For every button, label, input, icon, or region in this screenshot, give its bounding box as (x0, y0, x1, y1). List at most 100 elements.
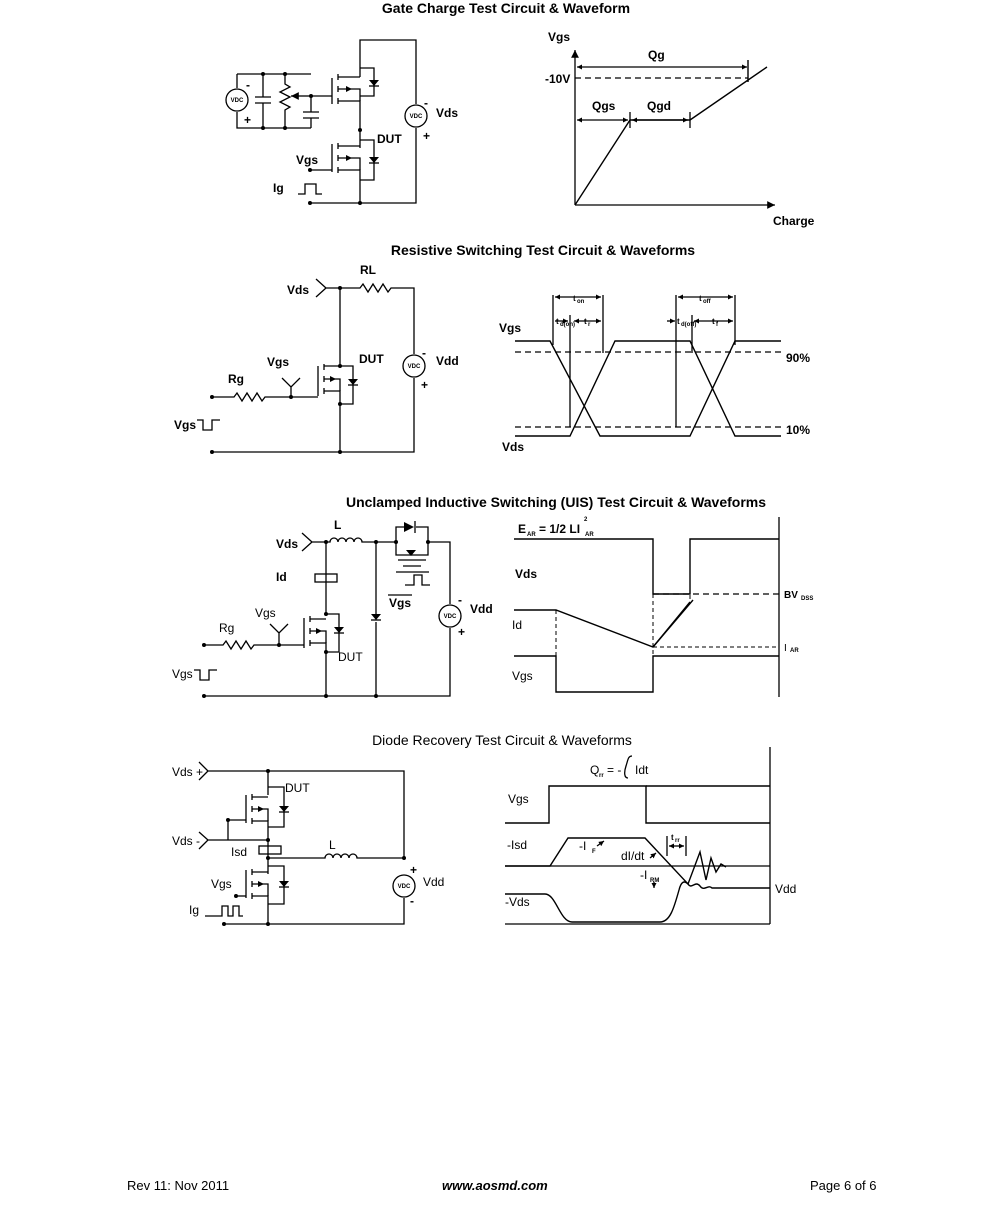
vds-label: Vds (436, 106, 458, 120)
diode-recovery-circuit: Vds + DUT Vds - Isd L Vgs Ig VDC (172, 761, 444, 926)
ig-label: Ig (273, 181, 284, 195)
resistive-waveform: Vgs Vds 90% 10% t on t off t d(on) t r t… (499, 294, 810, 454)
diode-recovery-waveform: Q rr = - Idt Vgs -Isd -I F dI/dt t rr -I… (505, 747, 796, 925)
vdd-waveform-label: Vdd (775, 882, 796, 896)
vgs-waveform-label: Vgs (508, 792, 529, 806)
isd-label: Isd (231, 845, 247, 859)
iar-label: I (784, 643, 787, 654)
resistive-circuit: Vds RL Vgs DUT Rg Vgs VDC - Vdd + (174, 263, 459, 454)
irm-sub: RM (650, 878, 659, 884)
t-off-label: t (699, 294, 702, 303)
vdc-label: VDC (231, 98, 244, 104)
minus-sign: - (424, 96, 428, 110)
minus-sign: - (410, 894, 414, 908)
minus-sign: - (458, 593, 462, 607)
vds-label: Vds (276, 537, 298, 551)
tr-label: t (584, 317, 587, 326)
trr-label: t (671, 833, 674, 842)
plus-sign: + (244, 113, 251, 127)
bvdss-label: BV (784, 590, 798, 601)
y-axis-label: Vgs (548, 30, 570, 44)
plus-sign: + (423, 129, 430, 143)
vdc-label: VDC (408, 364, 421, 370)
vds-waveform-label: Vds (515, 567, 537, 581)
vgs-label: Vgs (296, 153, 318, 167)
vdc-label: VDC (444, 614, 457, 620)
ear-label: E (518, 522, 526, 536)
vdc-label: VDC (410, 114, 423, 120)
ear-sub: AR (527, 532, 536, 538)
vgs-pulse-label: Vgs (172, 667, 193, 681)
qrr-label: Q (590, 763, 599, 777)
tf-label: t (712, 317, 715, 326)
qrr-sub: rr (599, 773, 604, 779)
vgs-waveform-label: Vgs (512, 669, 533, 683)
qg-label: Qg (648, 48, 665, 62)
vgs-label: Vgs (211, 877, 232, 891)
td-on-label: t (556, 317, 559, 326)
vdc-source-icon (438, 604, 462, 628)
tr-sub: r (588, 322, 591, 328)
t-on-sub: on (577, 299, 585, 305)
minus-sign: - (422, 346, 426, 360)
level-90-label: 90% (786, 351, 810, 365)
voltage-level-label: -10V (545, 72, 570, 86)
plus-sign: + (410, 863, 417, 877)
inductor-label: L (334, 518, 341, 532)
t-off-sub: off (703, 299, 712, 305)
vds-minus-label: Vds - (172, 834, 200, 848)
irm-label: -I (640, 868, 647, 882)
td-off-sub: d(off) (681, 322, 696, 328)
ig-label: Ig (189, 903, 199, 917)
dut-label: DUT (377, 132, 402, 146)
plus-sign: + (458, 625, 465, 639)
level-10-label: 10% (786, 423, 810, 437)
resistive-switching-title: Resistive Switching Test Circuit & Wavef… (390, 242, 696, 258)
rg-label: Rg (219, 621, 234, 635)
gate-charge-title: Gate Charge Test Circuit & Waveform (381, 0, 631, 16)
website-link[interactable]: www.aosmd.com (442, 1178, 548, 1193)
minus-sign: - (246, 78, 250, 92)
vdd-label: Vdd (423, 875, 444, 889)
vgs-label: Vgs (267, 355, 289, 369)
vdc-source-icon (225, 88, 249, 112)
vds-waveform-label: -Vds (505, 895, 530, 909)
t-on-label: t (573, 294, 576, 303)
vdc-source-icon (402, 354, 426, 378)
vgs-label: Vgs (255, 606, 276, 620)
uis-circuit: Vds L Vgs Id DUT Vgs Rg (172, 518, 493, 698)
rl-label: RL (360, 263, 376, 277)
x-axis-label: Charge (773, 214, 815, 228)
dut-label: DUT (359, 352, 384, 366)
ear-eq-sub: AR (585, 532, 594, 538)
qgs-label: Qgs (592, 99, 616, 113)
vds-label: Vds (287, 283, 309, 297)
rg-label: Rg (228, 372, 244, 386)
vdd-label: Vdd (470, 602, 493, 616)
vgs-waveform-label: Vgs (499, 321, 521, 335)
vdc-label: VDC (398, 884, 411, 890)
bvdss-sub: DSS (801, 596, 813, 602)
if-label: -I (579, 839, 586, 853)
vdd-label: Vdd (436, 354, 459, 368)
ear-equation: = 1/2 LI (539, 522, 580, 536)
integral-icon (624, 755, 633, 779)
revision-label: Rev 11: Nov 2011 (127, 1178, 230, 1193)
idt-label: Idt (635, 763, 649, 777)
tf-sub: f (716, 322, 719, 328)
gate-charge-waveform: Vgs Charge Qg -10V Qgs Qgd (545, 30, 815, 228)
vdc-source-icon (392, 874, 416, 898)
isd-waveform-label: -Isd (507, 838, 527, 852)
uis-title: Unclamped Inductive Switching (UIS) Test… (345, 494, 767, 510)
vds-plus-label: Vds + (172, 765, 203, 779)
uis-waveform: E AR = 1/2 LI 2 AR Vds BV DSS Id I AR Vg… (512, 517, 813, 697)
gate-charge-circuit: VDC - + VDC (225, 39, 458, 205)
vgs-bar-label: Vgs (389, 596, 411, 610)
didt-label: dI/dt (621, 849, 645, 863)
plus-sign: + (421, 378, 428, 392)
ear-sup: 2 (584, 517, 588, 523)
vdc-source-icon (404, 104, 428, 128)
diode-recovery-title: Diode Recovery Test Circuit & Waveforms (372, 732, 632, 748)
dut-label: DUT (285, 781, 310, 795)
